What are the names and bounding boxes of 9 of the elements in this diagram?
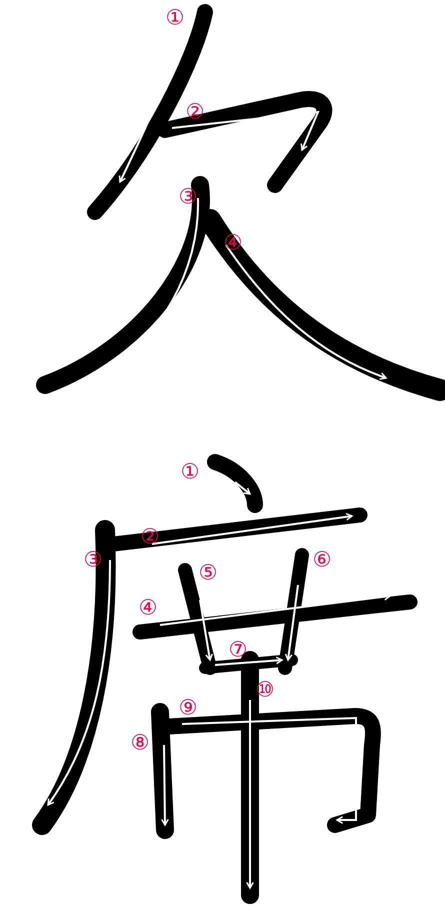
stroke-number: ⑨ [178,698,198,718]
stroke-number: ① [166,8,184,28]
stroke-number: ④ [138,598,158,618]
stroke-number: ⑦ [228,640,248,660]
stroke-number: ① [180,462,200,482]
stroke-number: ⑥ [312,550,332,570]
stroke-number: ⑧ [130,732,150,754]
stroke-number: ⑤ [198,562,218,584]
stroke-number: ② [140,526,160,548]
